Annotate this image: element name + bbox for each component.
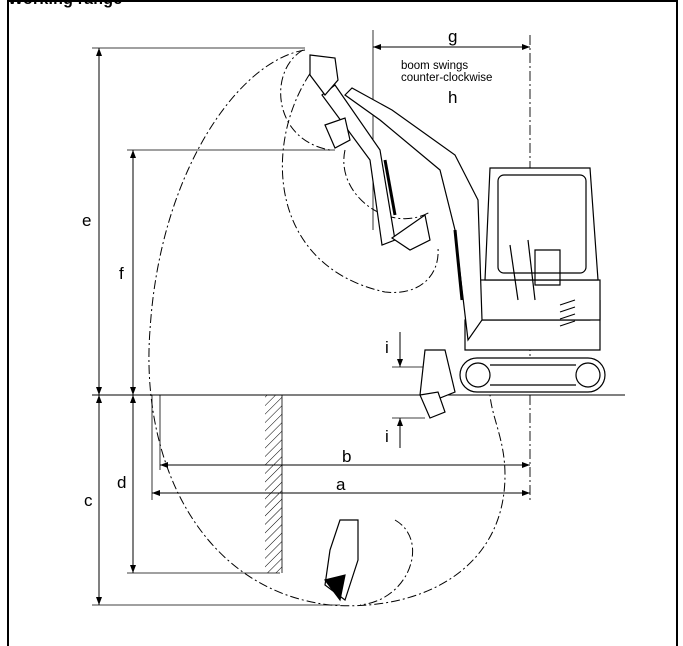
bucket-raised — [309, 54, 339, 96]
dim-label-b: b — [342, 447, 352, 466]
track — [459, 357, 606, 393]
cab — [484, 167, 599, 281]
diagram-heading: Working range — [8, 0, 122, 9]
dim-label-i-lower: i — [385, 427, 389, 446]
dim-label-h: h — [448, 88, 458, 107]
bucket-curl-arc-bottom — [359, 519, 413, 606]
dozer-blade — [419, 349, 456, 399]
trench-hatch — [265, 395, 282, 573]
dim-label-i-upper: i — [385, 338, 389, 357]
excavator — [309, 54, 606, 602]
diagram-frame — [7, 0, 678, 646]
reach-envelope — [148, 49, 506, 607]
bucket-curl-arc-mid — [343, 149, 431, 220]
dim-label-g: g — [448, 27, 458, 46]
swing-note-line2: counter-clockwise — [401, 72, 493, 84]
dim-label-e: e — [82, 211, 92, 230]
dim-label-a: a — [336, 475, 346, 494]
swing-note-line1: boom swings — [401, 60, 469, 72]
arm — [321, 84, 396, 246]
dim-label-d: d — [117, 473, 127, 492]
dim-label-f: f — [119, 264, 124, 283]
boom — [344, 87, 483, 342]
dim-label-c: c — [84, 491, 93, 510]
